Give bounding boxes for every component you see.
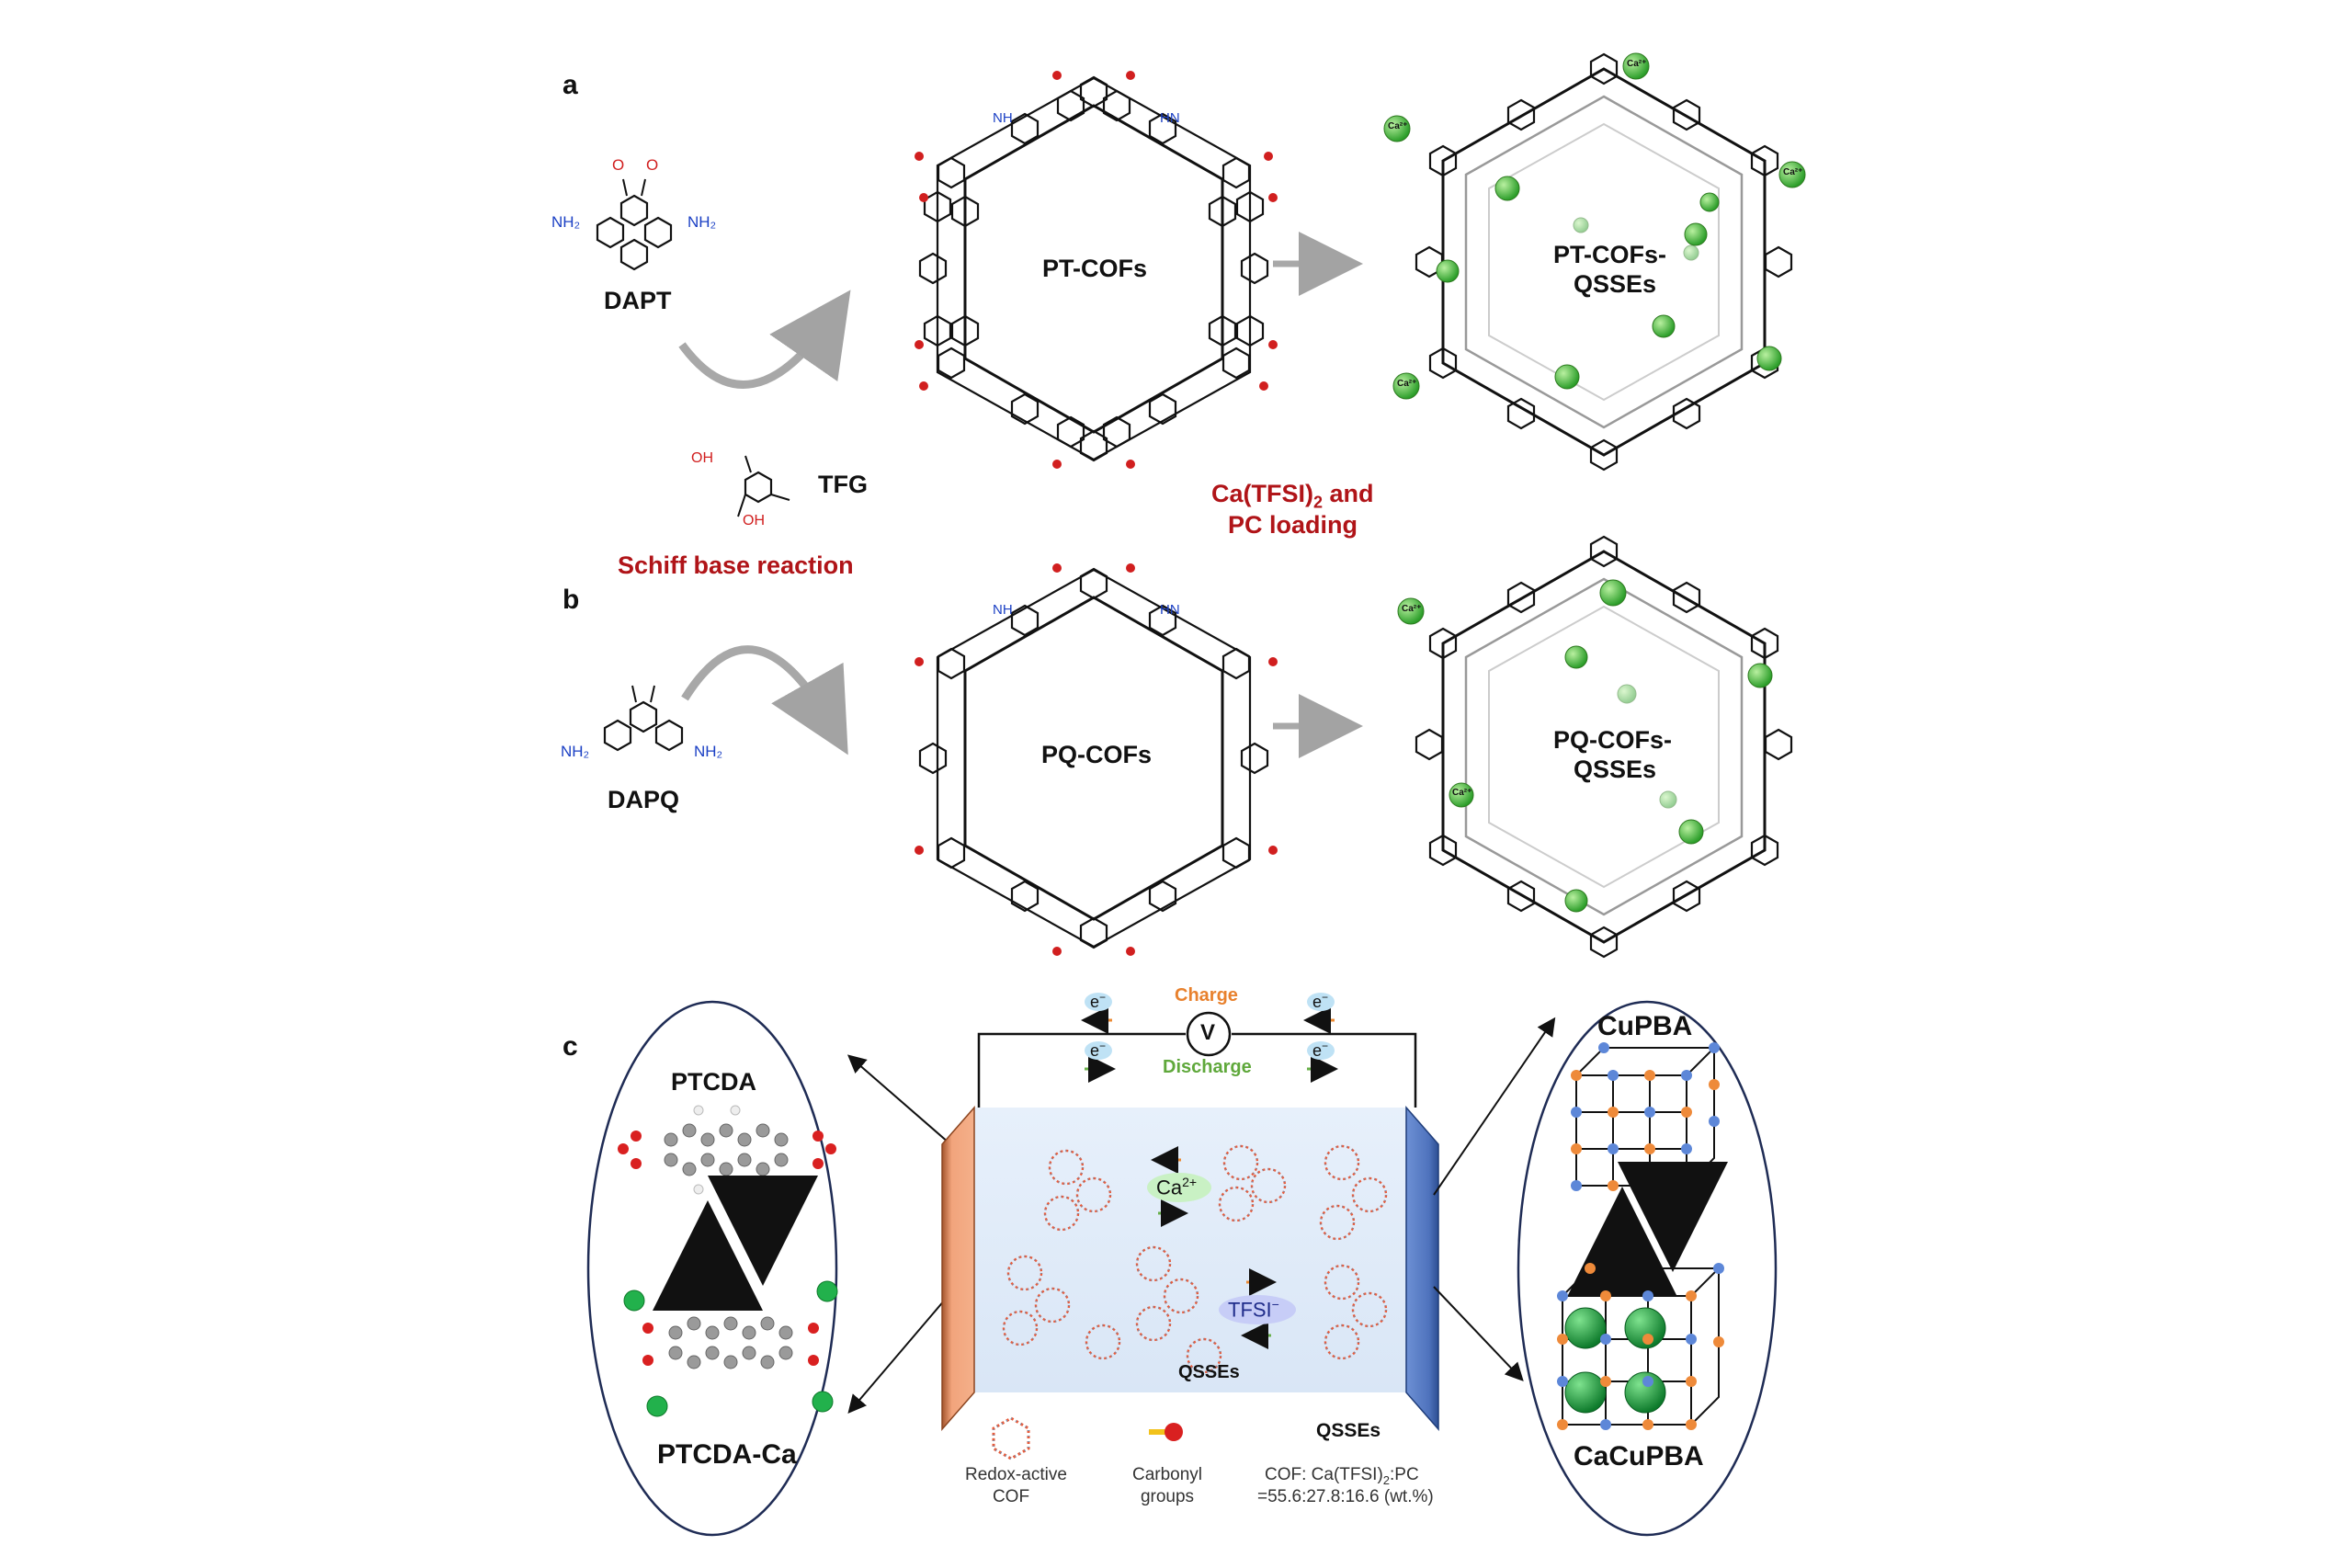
loading-label-line1: Ca(TFSI)2 and <box>1211 480 1374 512</box>
panel-b-letter: b <box>562 585 580 615</box>
dapq-molecule <box>603 685 684 752</box>
ion-arrows <box>1147 1146 1296 1349</box>
cacupba-lattice <box>1557 1263 1724 1430</box>
schiff-base-label: Schiff base reaction <box>618 551 854 579</box>
zoom-line-anode-top <box>846 1054 957 1150</box>
ca-sphere-label: Ca²⁺ <box>1397 379 1417 389</box>
ptcda-model <box>618 1105 836 1195</box>
cathode-ellipse <box>1517 1000 1778 1537</box>
external-wire-right <box>1232 1032 1417 1108</box>
ptcda-ca-label: PTCDA-Ca <box>657 1439 797 1470</box>
dapq-label: DAPQ <box>608 786 680 813</box>
dapq-nh2-right: NH₂ <box>694 743 723 760</box>
cathode-electrode <box>1405 1106 1439 1431</box>
voltmeter-label: V <box>1200 1020 1216 1045</box>
tfg-label: TFG <box>818 471 868 498</box>
anode-electrode <box>941 1106 975 1431</box>
external-wire-left <box>977 1032 1186 1108</box>
ca-sphere-label: Ca²⁺ <box>1452 788 1472 798</box>
dapq-nh2-left: NH₂ <box>561 743 590 760</box>
legend-carbonyl-icon <box>1149 1423 1183 1441</box>
dapt-label: DAPT <box>604 287 672 314</box>
ptcda-ca-model <box>623 1280 838 1417</box>
legend-composition-2: =55.6:27.8:16.6 (wt.%) <box>1257 1487 1434 1506</box>
zoom-line-cathode-top <box>1433 1017 1556 1196</box>
pt-cof-qsse-label-1: PT-COFs- <box>1553 241 1667 268</box>
electron-arrows <box>1081 993 1338 1083</box>
electron-label-3: e− <box>1090 1040 1107 1060</box>
tfg-oh-top: OH <box>691 450 713 466</box>
hn-label: HN <box>1160 110 1180 126</box>
ptcda-label: PTCDA <box>671 1068 756 1096</box>
cacupba-label: CaCuPBA <box>1574 1441 1704 1471</box>
dapt-molecule <box>596 178 673 271</box>
hn-label-b: HN <box>1160 602 1180 618</box>
pq-cof-label: PQ-COFs <box>1041 741 1153 768</box>
zoom-line-cathode-bottom <box>1433 1286 1524 1381</box>
ca-ion-label: Ca2+ <box>1156 1175 1198 1199</box>
reaction-arrow-b <box>681 645 848 756</box>
tfsi-ion-label: TFSI− <box>1228 1297 1279 1322</box>
dapt-o-right: O <box>646 156 659 174</box>
voltmeter-icon <box>1186 1011 1232 1057</box>
dapt-nh2-left: NH₂ <box>551 213 581 231</box>
electron-label-2: e− <box>1312 991 1329 1011</box>
ca-sphere-label: Ca²⁺ <box>1402 604 1422 614</box>
loading-label-line2: PC loading <box>1228 511 1358 539</box>
legend-cof-label-2: COF <box>992 1487 1030 1506</box>
panel-a-letter: a <box>562 70 578 100</box>
pq-cof-qsse-label-1: PQ-COFs- <box>1553 726 1673 754</box>
cupba-lattice <box>1571 1042 1720 1191</box>
tfg-molecule <box>737 455 790 517</box>
nh-label-b: NH <box>993 602 1013 618</box>
legend-qsse-title: QSSEs <box>1316 1420 1381 1441</box>
pq-cof-qsse-label-2: QSSEs <box>1574 756 1657 783</box>
reaction-arrow-a <box>678 290 851 389</box>
anode-ellipse <box>586 1000 838 1537</box>
charge-label: Charge <box>1175 985 1238 1006</box>
pt-cof-qsse-framework <box>1383 52 1806 472</box>
pt-cof-label: PT-COFs <box>1042 255 1148 282</box>
nh-label: NH <box>993 110 1013 126</box>
dapt-o-left: O <box>612 156 625 174</box>
legend-carbonyl-label-2: groups <box>1140 1487 1195 1506</box>
ca-sphere-label: Ca²⁺ <box>1388 121 1408 131</box>
legend-cof-label-1: Redox-active <box>965 1465 1067 1484</box>
pt-cof-qsse-label-2: QSSEs <box>1574 270 1657 298</box>
qsse-cell-label: QSSEs <box>1178 1362 1240 1382</box>
legend-carbonyl-label-1: Carbonyl <box>1131 1465 1203 1484</box>
ca-sphere-label: Ca²⁺ <box>1783 167 1803 177</box>
panel-b-graphics <box>603 535 1793 959</box>
pq-cof-hexagon <box>915 563 1278 956</box>
electron-label-4: e− <box>1312 1040 1329 1060</box>
legend-cof-icon <box>992 1416 1030 1460</box>
panel-a-graphics <box>596 52 1806 517</box>
dapt-nh2-right: NH₂ <box>687 213 717 231</box>
panel-c-graphics <box>586 993 1778 1537</box>
discharge-label: Discharge <box>1163 1057 1252 1077</box>
cupba-label: CuPBA <box>1597 1011 1693 1041</box>
legend-composition-1: COF: Ca(TFSI)2:PC <box>1265 1465 1419 1487</box>
electron-label-1: e− <box>1090 991 1107 1011</box>
zoom-line-anode-bottom <box>847 1286 957 1415</box>
pt-cof-hexagon <box>915 71 1278 469</box>
electrolyte-region <box>974 1108 1406 1392</box>
tfg-oh-bottom: OH <box>743 513 765 528</box>
panel-c-letter: c <box>562 1031 578 1062</box>
pq-cof-qsse-framework <box>1397 535 1793 959</box>
ca-sphere-label: Ca²⁺ <box>1627 59 1647 69</box>
